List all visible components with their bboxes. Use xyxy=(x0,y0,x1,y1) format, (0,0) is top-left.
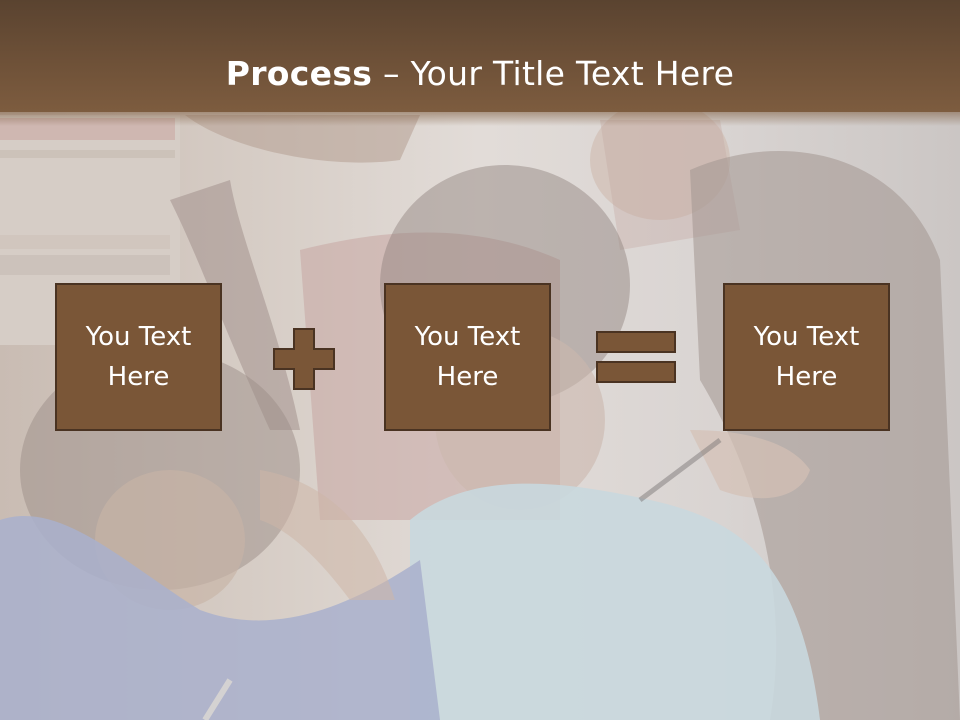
plus-icon xyxy=(273,328,335,390)
process-box-1[interactable]: You Text Here xyxy=(55,283,222,431)
equals-icon xyxy=(596,331,676,383)
title-bold: Process xyxy=(225,54,373,93)
title-bar: Process – Your Title Text Here xyxy=(0,0,960,126)
process-box-3-text: You Text Here xyxy=(753,322,860,392)
process-box-2[interactable]: You Text Here xyxy=(384,283,551,431)
slide-title: Process – Your Title Text Here xyxy=(0,52,960,96)
process-box-3[interactable]: You Text Here xyxy=(723,283,890,431)
process-box-1-text: You Text Here xyxy=(85,322,192,392)
title-rest: – Your Title Text Here xyxy=(372,54,735,93)
process-box-2-text: You Text Here xyxy=(414,322,521,392)
